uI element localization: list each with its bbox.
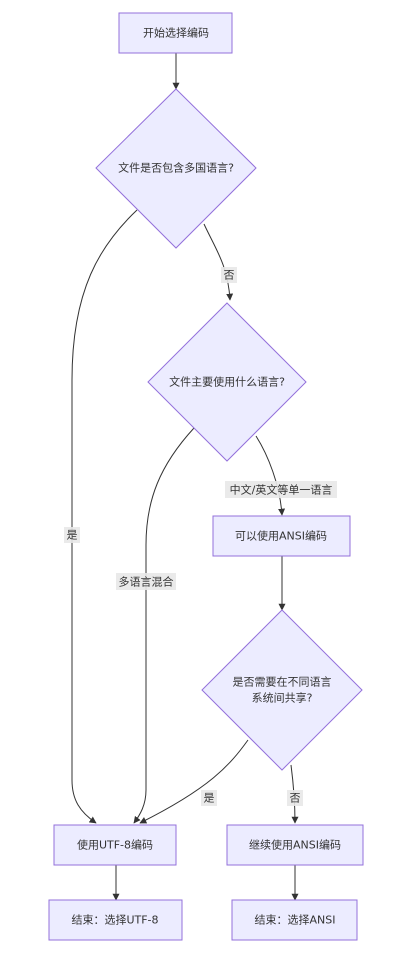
edge-label-no-1: 否 [224,269,235,282]
edge-label-yes-2: 是 [204,792,215,805]
edge-main-multi [133,427,195,824]
edges [71,53,299,901]
node-question-multi-language-label: 文件是否包含多国语言? [118,161,234,175]
node-question-share[interactable]: 是否需要在不同语言 系统间共享? [201,609,363,771]
node-keep-ansi-label: 继续使用ANSI编码 [249,838,341,852]
node-question-share-line1: 是否需要在不同语言 [233,676,332,689]
edge-label-no-2: 否 [290,792,301,805]
node-end-utf8[interactable]: 结束：选择UTF-8 [48,899,183,941]
node-question-main-language[interactable]: 文件主要使用什么语言? [147,302,307,462]
node-start-label: 开始选择编码 [143,26,209,40]
node-question-share-line2: 系统间共享? [252,691,313,705]
edge-label-yes-1: 是 [67,529,78,542]
edge-label-single-language: 中文/英文等单一语言 [230,483,333,497]
node-question-multi-language[interactable]: 文件是否包含多国语言? [95,88,257,249]
node-ansi-ok[interactable]: 可以使用ANSI编码 [212,515,351,557]
edge-main-single [255,435,286,516]
node-end-ansi-label: 结束：选择ANSI [255,913,336,927]
edge-multi-no [203,223,234,301]
node-start[interactable]: 开始选择编码 [118,12,233,54]
node-use-utf8-label: 使用UTF-8编码 [77,838,153,852]
edge-labels: 否 是 中文/英文等单一语言 多语言混合 是 否 [64,267,337,806]
node-keep-ansi[interactable]: 继续使用ANSI编码 [226,824,364,866]
node-question-main-language-label: 文件主要使用什么语言? [169,375,285,389]
node-end-utf8-label: 结束：选择UTF-8 [71,913,158,927]
node-ansi-ok-label: 可以使用ANSI编码 [235,529,327,543]
node-end-ansi[interactable]: 结束：选择ANSI [231,899,358,941]
node-use-utf8[interactable]: 使用UTF-8编码 [53,824,177,866]
edge-share-yes [139,739,249,824]
edge-multi-yes [71,209,138,824]
edge-label-multi-language: 多语言混合 [119,575,174,589]
